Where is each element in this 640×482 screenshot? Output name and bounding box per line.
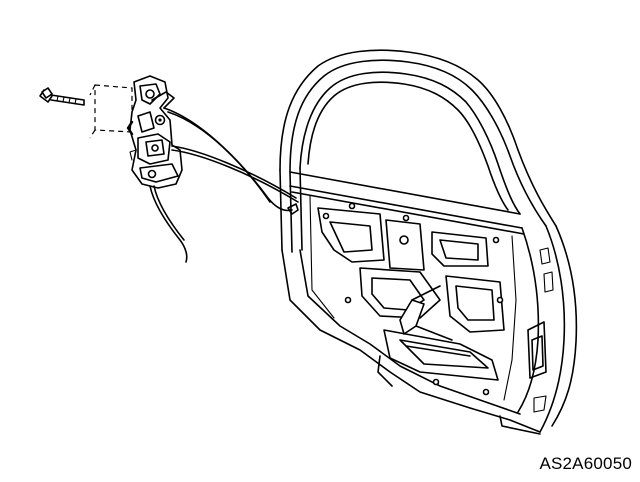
- door-lock-assembly: [126, 75, 183, 189]
- rear-door-panel: [279, 49, 578, 435]
- alignment-guide: [89, 84, 133, 139]
- figure-code: AS2A60050: [539, 454, 632, 473]
- lock-cables: [149, 107, 299, 263]
- bolt: [39, 87, 85, 106]
